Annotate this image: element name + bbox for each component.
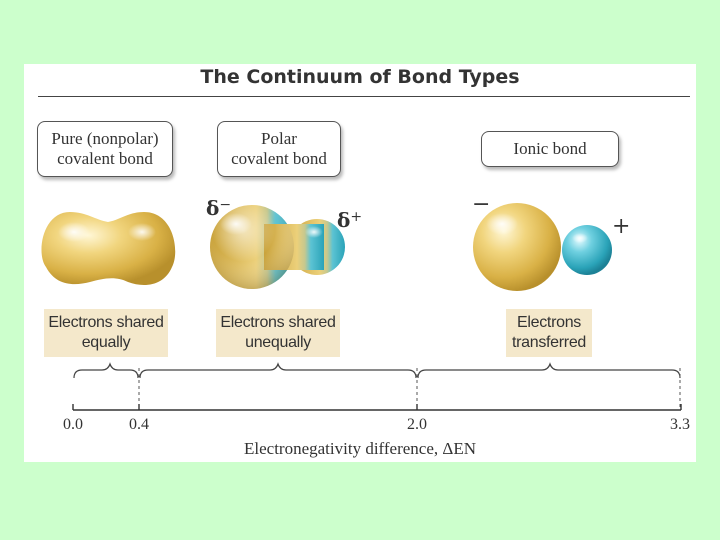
ionic-cation xyxy=(562,225,612,275)
polar-molecule xyxy=(210,205,345,289)
nonpolar-label-line2: covalent bond xyxy=(57,149,153,168)
en-tick-label-3-3: 3.3 xyxy=(670,416,690,433)
ionic-label-line1: Ionic bond xyxy=(513,139,587,158)
en-axis-label: Electronegativity difference, ΔEN xyxy=(244,439,476,458)
nonpolar-description: Electrons shared equally xyxy=(44,309,168,357)
ionic-positive-charge: + xyxy=(612,214,631,239)
brace-nonpolar xyxy=(73,362,139,379)
nonpolar-label-line1: Pure (nonpolar) xyxy=(51,129,159,148)
polar-covalent-label-box: Polar covalent bond xyxy=(217,121,341,177)
en-tick-label-0-4: 0.4 xyxy=(129,416,149,433)
polar-partial-positive-charge: δ+ xyxy=(337,208,363,232)
polar-description: Electrons shared unequally xyxy=(216,309,340,357)
polar-label-line2: covalent bond xyxy=(231,149,327,168)
nonpolar-molecule xyxy=(41,212,176,286)
brace-ionic xyxy=(417,362,681,379)
ionic-anion xyxy=(473,203,561,291)
bond-diagram-graphic xyxy=(41,203,682,411)
ionic-description: Electrons transferred xyxy=(506,309,592,357)
nonpolar-covalent-label-box: Pure (nonpolar) covalent bond xyxy=(37,121,173,177)
polar-label-line1: Polar xyxy=(261,129,297,148)
brace-polar xyxy=(139,362,417,379)
bond-continuum-panel: The Continuum of Bond Types Pure (nonpol… xyxy=(24,64,696,462)
en-tick-label-0-0: 0.0 xyxy=(63,416,83,433)
ionic-bond-label-box: Ionic bond xyxy=(481,131,619,167)
ionic-negative-charge: − xyxy=(472,192,491,217)
en-tick-label-2-0: 2.0 xyxy=(407,416,427,433)
diagram-title: The Continuum of Bond Types xyxy=(200,66,520,88)
polar-partial-negative-charge: δ− xyxy=(206,196,232,220)
title-divider xyxy=(38,96,690,97)
